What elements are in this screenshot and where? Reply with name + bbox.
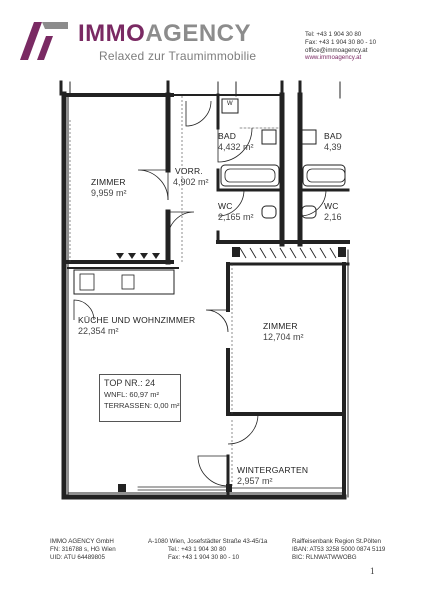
room-zimmer-2-label: ZIMMER (263, 321, 298, 331)
header-contact: Tel: +43 1 904 30 80 Fax: +43 1 904 30 8… (305, 31, 376, 62)
room-bad-2-area: 4,39 (324, 142, 342, 152)
room-vorraum-label: VORR. (175, 166, 203, 176)
footer-bank-name: Raiffeisenbank Region St.Pölten (292, 538, 381, 545)
footer-street: A-1080 Wien, Josefstädter Straße 43-45/1… (148, 538, 268, 545)
room-wc-1-label: WC (218, 201, 233, 211)
room-kitchen-living-label: KÜCHE UND WOHNZIMMER (78, 315, 196, 325)
immoagency-logo (20, 22, 68, 60)
room-wc-2-label: WC (324, 201, 339, 211)
contact-tel: Tel: +43 1 904 30 80 (305, 31, 362, 38)
room-bad-1-area: 4,432 m² (218, 142, 254, 152)
room-zimmer-1-label: ZIMMER (91, 177, 126, 187)
room-kitchen-living-area: 22,354 m² (78, 326, 119, 336)
footer-address: A-1080 Wien, Josefstädter Straße 43-45/1… (148, 538, 267, 561)
wnfl-area: WNFL: 60,97 m² (104, 390, 160, 399)
footer-bank: Raiffeisenbank Region St.Pölten IBAN: AT… (292, 538, 385, 561)
contact-email[interactable]: office@immoagency.at (305, 46, 368, 54)
brand-part-agency: AGENCY (145, 20, 252, 47)
brand-tagline: Relaxed zur Traumimmobilie (99, 49, 257, 63)
room-bad-2-label: BAD (324, 131, 343, 141)
room-wintergarten-label: WINTERGARTEN (237, 465, 309, 475)
room-zimmer-1-area: 9,959 m² (91, 188, 127, 198)
top-info-box: TOP NR.: 24 WNFL: 60,97 m² TERRASSEN: 0,… (99, 374, 181, 422)
room-bad-1-label: BAD (218, 131, 237, 141)
footer-fn: FN: 316788 s, HG Wien (50, 545, 116, 553)
room-wc-1-area: 2,165 m² (218, 212, 254, 222)
room-wc-2-area: 2,16 (324, 212, 342, 222)
room-vorraum-area: 4,902 m² (173, 177, 209, 187)
terrassen-area: TERRASSEN: 0,00 m² (104, 401, 180, 410)
footer-iban: IBAN: AT53 3258 5000 0874 5119 (292, 545, 386, 553)
footer-bic: BIC: RLNWATWWOBG (292, 553, 357, 561)
footer-company-name: IMMO AGENCY GmbH (50, 538, 114, 545)
room-wintergarten-area: 2,957 m² (237, 476, 273, 486)
footer-fax: Fax: +43 1 904 30 80 - 10 (168, 553, 240, 561)
footer-company: IMMO AGENCY GmbH FN: 316788 s, HG Wien U… (50, 538, 116, 561)
brand-name: IMMOAGENCY (78, 20, 251, 48)
top-number: TOP NR.: 24 (104, 378, 156, 388)
footer-uid: UID: ATU 64489805 (50, 553, 105, 561)
footer-tel: Tel.: +43 1 904 30 80 (168, 545, 226, 553)
room-zimmer-2-area: 12,704 m² (263, 332, 304, 342)
page-number: 1 (370, 566, 375, 576)
contact-web[interactable]: www.immoagency.at (305, 54, 362, 62)
fixture-w-label: W (227, 101, 233, 107)
brand-part-immo: IMMO (78, 20, 146, 47)
contact-fax: Fax: +43 1 904 30 80 - 10 (305, 38, 377, 46)
